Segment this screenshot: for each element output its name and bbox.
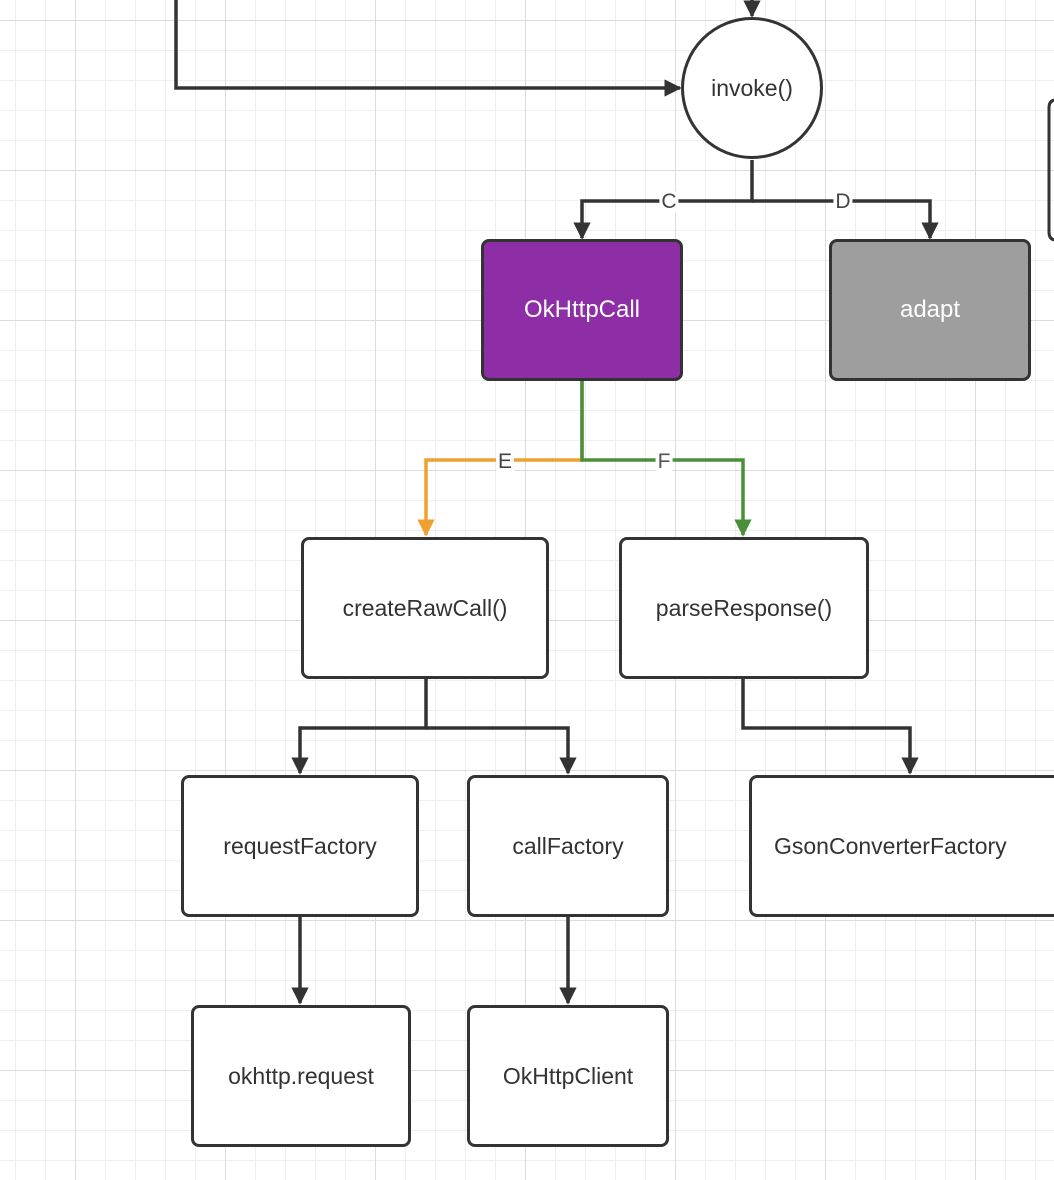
edge-left-loop-to-invoke (174, 0, 682, 97)
node-okhttp-client[interactable]: OkHttpClient (467, 1005, 669, 1147)
node-parse-response-label: parseResponse() (655, 594, 833, 621)
node-call-factory-label: callFactory (512, 832, 624, 859)
edge-invoke-to-adapt (752, 199, 939, 240)
offscreen-shape-edge (1047, 98, 1054, 242)
node-okhttp-request-label: okhttp.request (228, 1062, 374, 1089)
node-parse-response[interactable]: parseResponse() (619, 537, 869, 679)
node-okhttpcall[interactable]: OkHttpCall (481, 239, 683, 381)
node-gson-converter-factory[interactable]: GsonConverterFactory (749, 775, 1054, 917)
node-adapt[interactable]: adapt (829, 239, 1031, 381)
edge-label-d: D (833, 190, 853, 213)
node-invoke[interactable]: invoke() (681, 17, 823, 159)
node-create-raw-call-label: createRawCall() (342, 594, 508, 621)
edge-label-c: C (659, 190, 679, 213)
edge-parseresponse-to-gsonconverterfactory (741, 678, 919, 775)
node-call-factory[interactable]: callFactory (467, 775, 669, 917)
node-gson-converter-factory-label: GsonConverterFactory (774, 832, 1007, 859)
node-request-factory-label: requestFactory (223, 832, 377, 859)
node-request-factory[interactable]: requestFactory (181, 775, 419, 917)
edge-createrawcall-to-callfactory (426, 726, 577, 775)
node-invoke-label: invoke() (711, 74, 793, 101)
edge-createrawcall-to-requestfactory (291, 678, 428, 775)
node-create-raw-call[interactable]: createRawCall() (301, 537, 549, 679)
node-adapt-label: adapt (899, 296, 961, 323)
node-okhttp-client-label: OkHttpClient (502, 1062, 634, 1089)
node-okhttpcall-label: OkHttpCall (523, 296, 641, 323)
edge-label-e: E (495, 450, 515, 473)
node-okhttp-request[interactable]: okhttp.request (191, 1005, 411, 1147)
edge-label-f: F (655, 450, 673, 473)
